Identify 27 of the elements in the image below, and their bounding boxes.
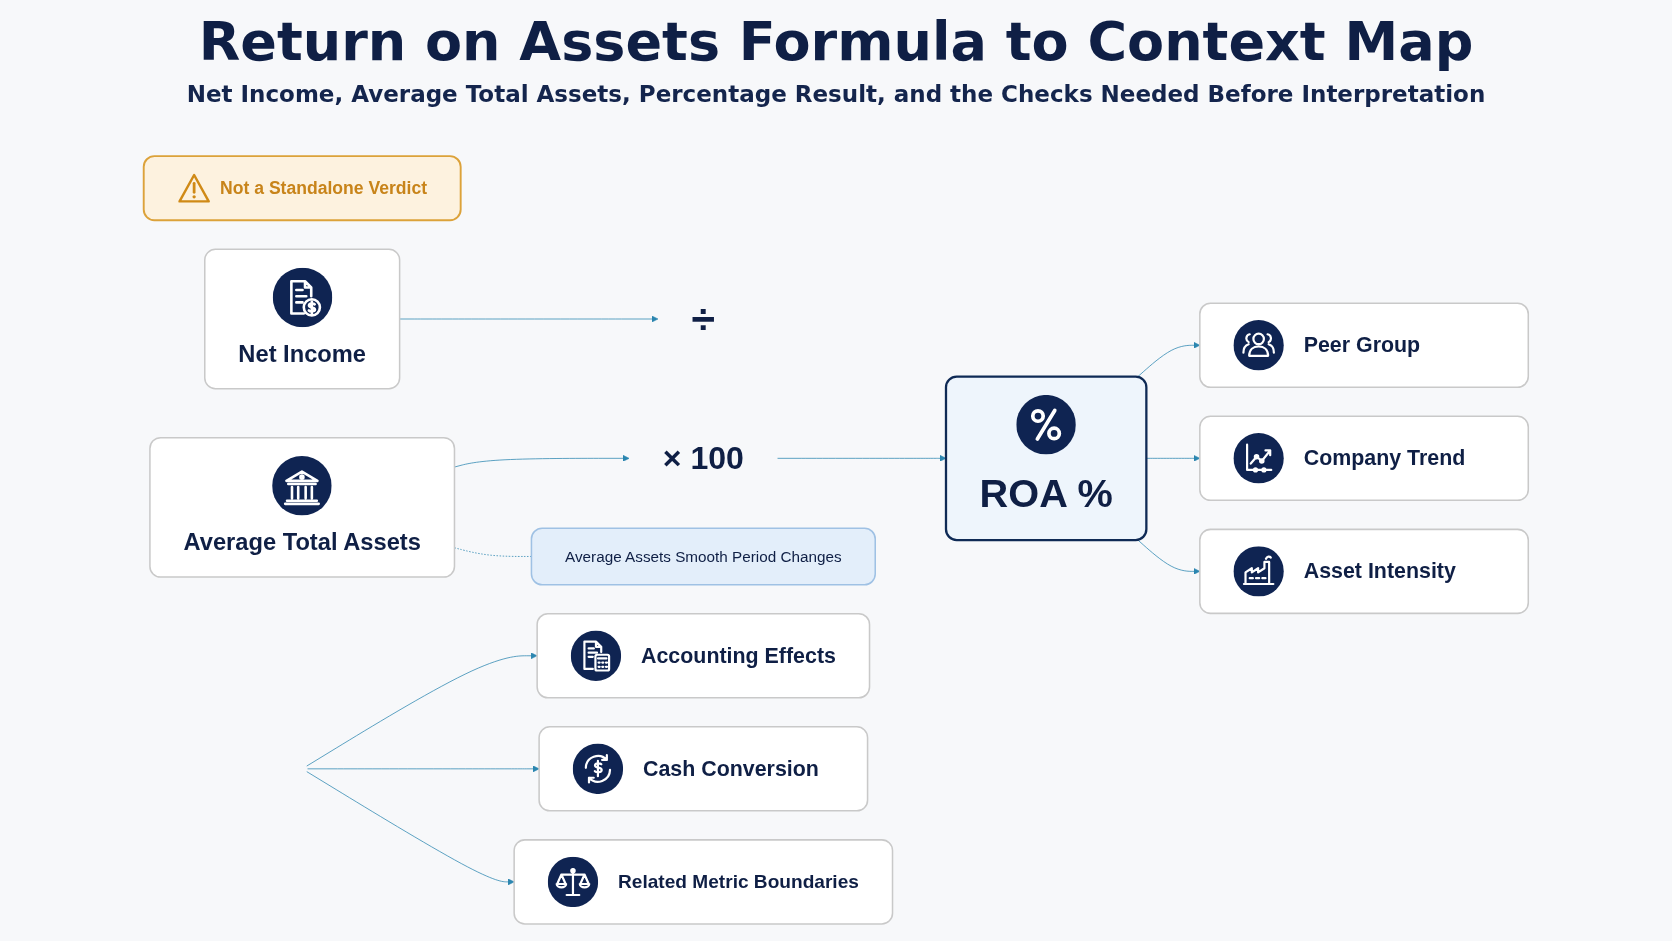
input-card bbox=[204, 248, 401, 390]
check-card bbox=[1199, 302, 1530, 389]
card-title: Net Income bbox=[238, 340, 366, 367]
check-label: Cash Conversion bbox=[643, 755, 820, 783]
card-title: Average Total Assets bbox=[183, 528, 421, 556]
check-label: Company Trend bbox=[1303, 445, 1467, 472]
note-box bbox=[530, 527, 876, 586]
subtitle: Net Income, Average Total Assets, Percentage Result, and the Checks Needed Before Interpretation bbox=[186, 80, 1486, 107]
check-card bbox=[538, 726, 869, 812]
check-label: Asset Intensity bbox=[1303, 558, 1457, 585]
check-label: Related Metric Boundaries bbox=[618, 869, 859, 894]
note-text: Average Assets Smooth Period Changes bbox=[565, 548, 842, 565]
check-card bbox=[513, 839, 894, 925]
warning-box bbox=[142, 155, 462, 222]
check-card bbox=[1199, 528, 1530, 615]
check-label: Accounting Effects bbox=[641, 642, 836, 670]
result-label: ROA % bbox=[979, 471, 1113, 516]
warning-text: Not a Standalone Verdict bbox=[220, 177, 428, 200]
operator-sign: ÷ bbox=[691, 295, 716, 343]
check-card bbox=[1199, 415, 1530, 502]
result-card bbox=[944, 375, 1148, 542]
title: Return on Assets Formula to Context Map bbox=[198, 10, 1474, 75]
check-label: Peer Group bbox=[1303, 332, 1422, 359]
check-card bbox=[536, 613, 871, 699]
input-card bbox=[149, 436, 456, 578]
dotted-connector bbox=[454, 547, 532, 557]
operator-label: × 100 bbox=[662, 440, 744, 477]
